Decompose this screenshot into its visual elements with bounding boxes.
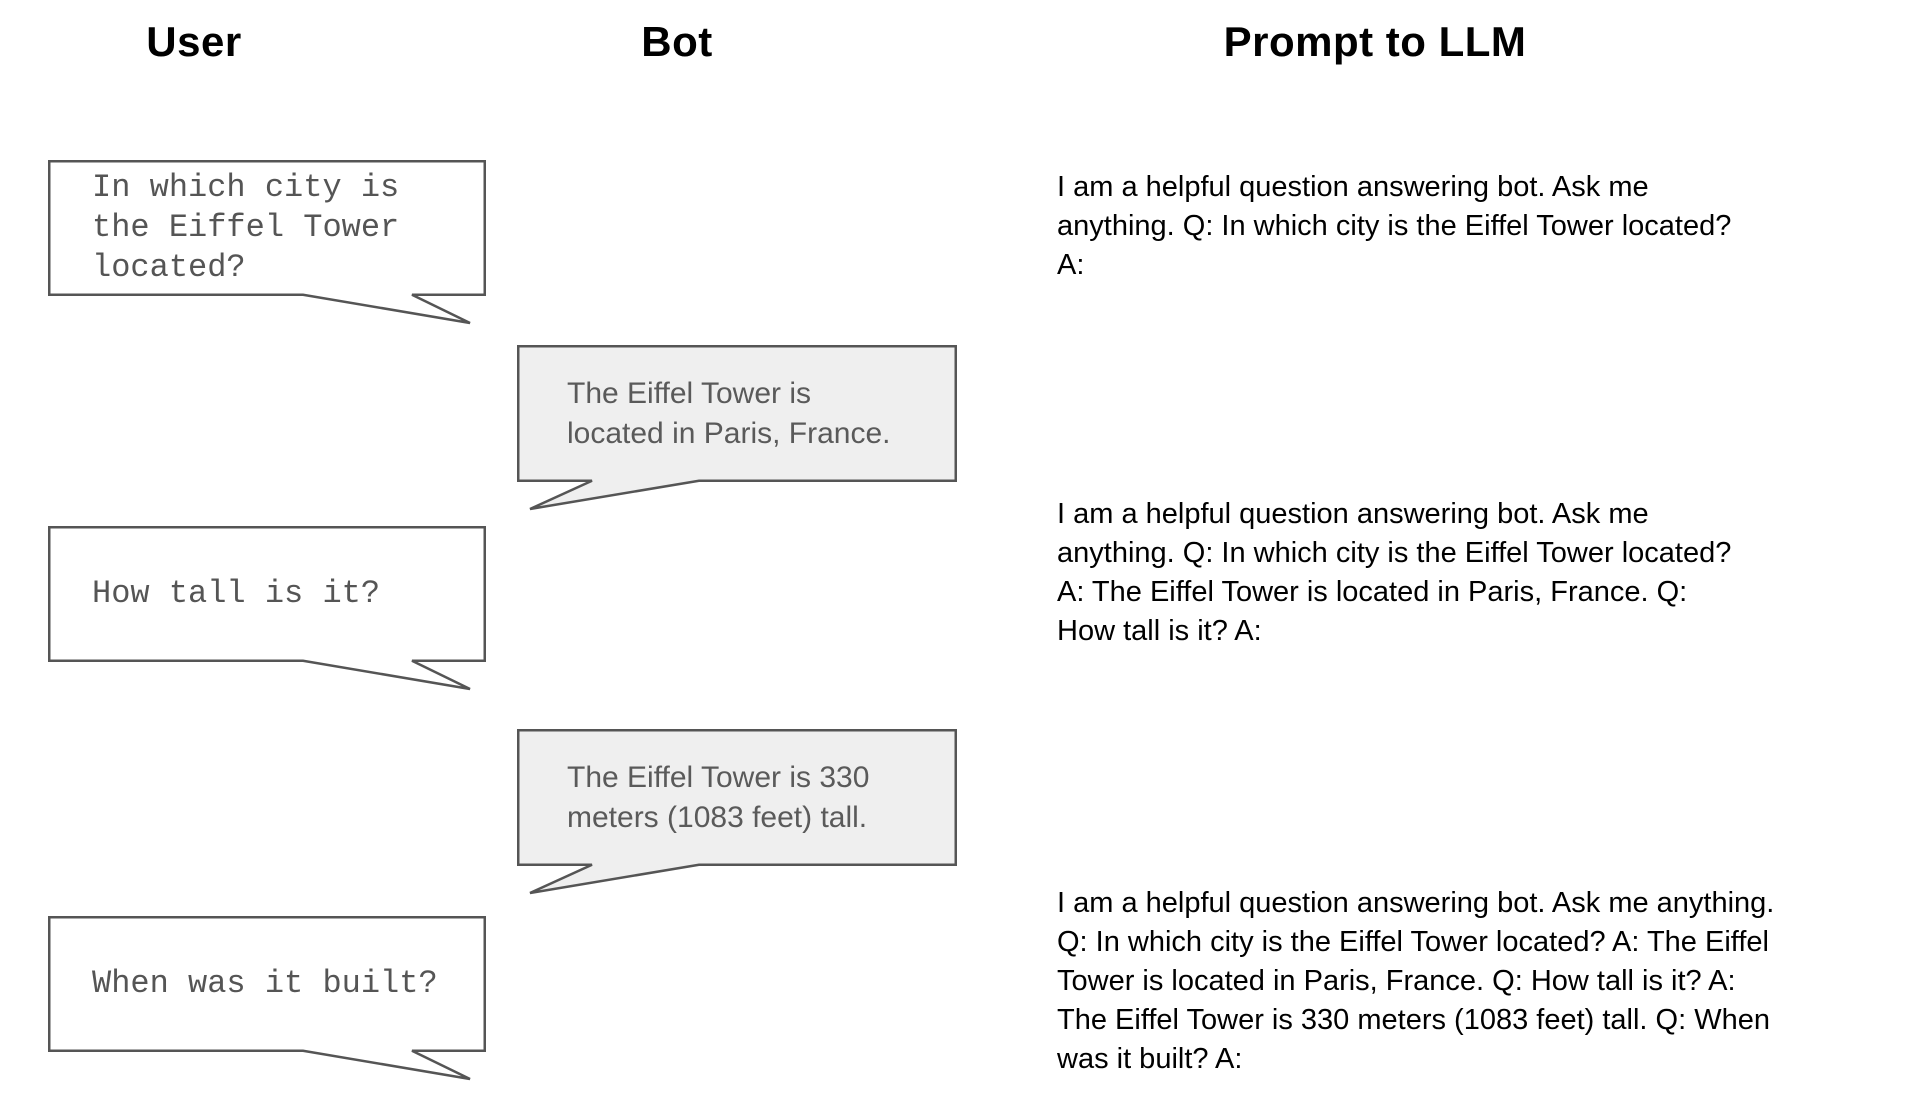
speech-bubble-outline-left-tail [517,729,957,895]
llm-prompt-text-2: I am a helpful question answering bot. A… [1057,498,1732,647]
llm-prompt-text-1: I am a helpful question answering bot. A… [1057,171,1732,281]
bot-message-text-1: The Eiffel Tower is located in Paris, Fr… [567,376,891,450]
user-speech-bubble-3: When was it built? [48,916,486,1088]
user-message-text-2: How tall is it? [92,575,381,612]
user-message-text-3: When was it built? [92,965,438,1002]
llm-prompt-text-3: I am a helpful question answering bot. A… [1057,887,1775,1075]
user-speech-bubble-2: How tall is it? [48,526,486,698]
speech-bubble-outline-right-tail [48,160,486,325]
speech-bubble-outline-right-tail [48,526,486,691]
user-speech-bubble-1: In which city is the Eiffel Tower locate… [48,160,486,332]
speech-bubble-outline-left-tail [517,345,957,511]
column-header-user: User [146,18,242,65]
bot-message-text-2: The Eiffel Tower is 330 meters (1083 fee… [567,760,870,834]
bot-speech-bubble-1: The Eiffel Tower is located in Paris, Fr… [517,345,957,518]
speech-bubble-outline-right-tail [48,916,486,1081]
bot-speech-bubble-2: The Eiffel Tower is 330 meters (1083 fee… [517,729,957,902]
user-message-text-1: In which city is the Eiffel Tower locate… [92,169,400,286]
column-header-bot: Bot [641,18,713,65]
column-header-prompt-to-llm: Prompt to LLM [1223,18,1527,65]
